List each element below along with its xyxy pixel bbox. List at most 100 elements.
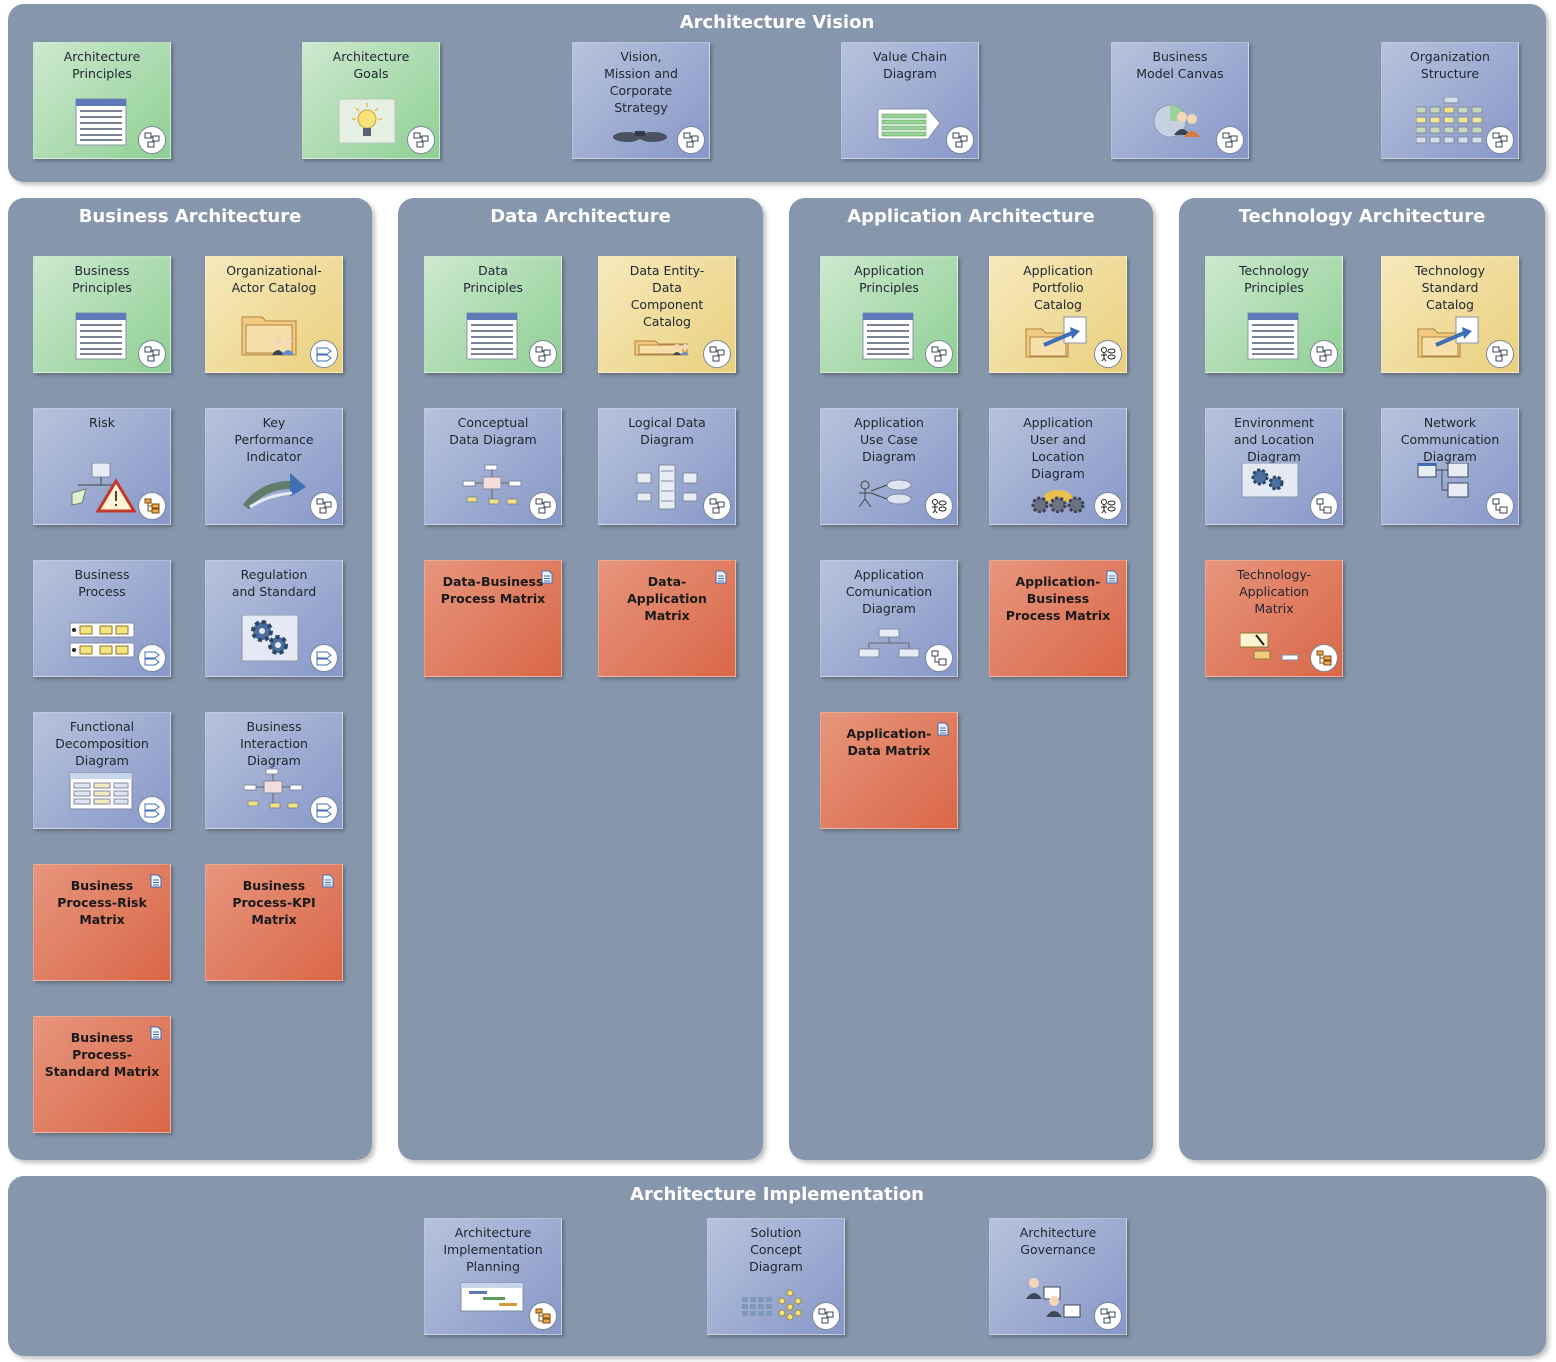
table-icon bbox=[1240, 311, 1308, 361]
tile-t2[interactable]: Technology Standard Catalog bbox=[1381, 256, 1519, 373]
tile-a4[interactable]: Application User and Location Diagram bbox=[989, 408, 1127, 525]
tile-b7[interactable]: Functional Decomposition Diagram bbox=[33, 712, 171, 829]
user-badge-icon[interactable] bbox=[1094, 340, 1122, 368]
document-icon[interactable] bbox=[150, 1025, 162, 1040]
document-icon[interactable] bbox=[322, 873, 334, 888]
tile-t4[interactable]: Network Communication Diagram bbox=[1381, 408, 1519, 525]
link-badge-icon[interactable] bbox=[925, 340, 953, 368]
document-icon[interactable] bbox=[715, 569, 727, 584]
tile-v6[interactable]: Organization Structure bbox=[1381, 42, 1519, 159]
tile-b2[interactable]: Organizational- Actor Catalog bbox=[205, 256, 343, 373]
link-badge-icon[interactable] bbox=[1310, 340, 1338, 368]
link-badge-icon[interactable] bbox=[1486, 340, 1514, 368]
tile-label: Business Process- Standard Matrix bbox=[44, 1030, 160, 1079]
tile-label: Functional Decomposition Diagram bbox=[55, 719, 149, 768]
tile-b10[interactable]: Business Process-KPI Matrix bbox=[205, 864, 343, 981]
tree2-badge-icon[interactable] bbox=[1486, 492, 1514, 520]
tile-label: Technology- Application Matrix bbox=[1236, 567, 1312, 616]
tile-d2[interactable]: Data Entity- Data Component Catalog bbox=[598, 256, 736, 373]
link-badge-icon[interactable] bbox=[138, 126, 166, 154]
tile-label: Data-Business Process Matrix bbox=[440, 574, 546, 606]
tile-b3[interactable]: Risk bbox=[33, 408, 171, 525]
comm-icon bbox=[855, 615, 923, 665]
link-badge-icon[interactable] bbox=[138, 340, 166, 368]
link-badge-icon[interactable] bbox=[677, 126, 705, 154]
tile-label: Application Comunication Diagram bbox=[845, 567, 933, 616]
link-badge-icon[interactable] bbox=[407, 126, 435, 154]
tile-label: Application User and Location Diagram bbox=[1023, 415, 1093, 481]
tile-b1[interactable]: Business Principles bbox=[33, 256, 171, 373]
tile-d4[interactable]: Logical Data Diagram bbox=[598, 408, 736, 525]
tile-b11[interactable]: Business Process- Standard Matrix bbox=[33, 1016, 171, 1133]
tile-i1[interactable]: Architecture Implementation Planning bbox=[424, 1218, 562, 1335]
process-icon bbox=[68, 615, 136, 665]
tile-t1[interactable]: Technology Principles bbox=[1205, 256, 1343, 373]
user-badge-icon[interactable] bbox=[925, 492, 953, 520]
interact-icon bbox=[240, 767, 308, 817]
panel-title: Application Architecture bbox=[847, 206, 1095, 227]
tile-d6[interactable]: Data- Application Matrix bbox=[598, 560, 736, 677]
link-badge-icon[interactable] bbox=[946, 126, 974, 154]
tile-b8[interactable]: Business Interaction Diagram bbox=[205, 712, 343, 829]
tile-label: Regulation and Standard bbox=[231, 567, 317, 599]
tile-a6[interactable]: Application- Business Process Matrix bbox=[989, 560, 1127, 677]
link-badge-icon[interactable] bbox=[529, 492, 557, 520]
tile-d1[interactable]: Data Principles bbox=[424, 256, 562, 373]
tile-a2[interactable]: Application Portfolio Catalog bbox=[989, 256, 1127, 373]
tile-b6[interactable]: Regulation and Standard bbox=[205, 560, 343, 677]
link-badge-icon[interactable] bbox=[1486, 126, 1514, 154]
tile-label: Organization Structure bbox=[1410, 49, 1490, 81]
document-icon[interactable] bbox=[541, 569, 553, 584]
tile-label: Solution Concept Diagram bbox=[749, 1225, 803, 1274]
link-badge-icon[interactable] bbox=[703, 492, 731, 520]
tile-b5[interactable]: Business Process bbox=[33, 560, 171, 677]
tile-v2[interactable]: Architecture Goals bbox=[302, 42, 440, 159]
tree-badge-icon[interactable] bbox=[138, 492, 166, 520]
flow-badge-icon[interactable] bbox=[310, 644, 338, 672]
tile-t3[interactable]: Environment and Location Diagram bbox=[1205, 408, 1343, 525]
link-badge-icon[interactable] bbox=[310, 492, 338, 520]
decomp-icon bbox=[68, 767, 136, 817]
tile-v5[interactable]: Business Model Canvas bbox=[1111, 42, 1249, 159]
link-badge-icon[interactable] bbox=[703, 340, 731, 368]
tree2-badge-icon[interactable] bbox=[925, 644, 953, 672]
tile-i3[interactable]: Architecture Governance bbox=[989, 1218, 1127, 1335]
tile-v3[interactable]: Vision, Mission and Corporate Strategy bbox=[572, 42, 710, 159]
link-badge-icon[interactable] bbox=[529, 340, 557, 368]
panel-title: Data Architecture bbox=[490, 206, 671, 227]
tile-b4[interactable]: Key Performance Indicator bbox=[205, 408, 343, 525]
document-icon[interactable] bbox=[937, 721, 949, 736]
tile-t5[interactable]: Technology- Application Matrix bbox=[1205, 560, 1343, 677]
tile-label: Application Portfolio Catalog bbox=[1023, 263, 1093, 312]
org-icon bbox=[1415, 96, 1484, 147]
tree2-badge-icon[interactable] bbox=[1310, 492, 1338, 520]
tile-d3[interactable]: Conceptual Data Diagram bbox=[424, 408, 562, 525]
tile-label: Business Interaction Diagram bbox=[240, 719, 308, 768]
tile-a5[interactable]: Application Comunication Diagram bbox=[820, 560, 958, 677]
flow-badge-icon[interactable] bbox=[310, 796, 338, 824]
tile-a1[interactable]: Application Principles bbox=[820, 256, 958, 373]
link-badge-icon[interactable] bbox=[1216, 126, 1244, 154]
user-badge-icon[interactable] bbox=[1094, 492, 1122, 520]
tile-a7[interactable]: Application- Data Matrix bbox=[820, 712, 958, 829]
flow-badge-icon[interactable] bbox=[138, 796, 166, 824]
link-badge-icon[interactable] bbox=[812, 1302, 840, 1330]
tile-label: Business Process bbox=[74, 567, 130, 599]
tile-v4[interactable]: Value Chain Diagram bbox=[841, 42, 979, 159]
tile-i2[interactable]: Solution Concept Diagram bbox=[707, 1218, 845, 1335]
flow-badge-icon[interactable] bbox=[138, 644, 166, 672]
tile-b9[interactable]: Business Process-Risk Matrix bbox=[33, 864, 171, 981]
document-icon[interactable] bbox=[150, 873, 162, 888]
tile-d5[interactable]: Data-Business Process Matrix bbox=[424, 560, 562, 677]
tree-badge-icon[interactable] bbox=[529, 1302, 557, 1330]
tile-v1[interactable]: Architecture Principles bbox=[33, 42, 171, 159]
tile-a3[interactable]: Application Use Case Diagram bbox=[820, 408, 958, 525]
tile-label: Business Process-KPI Matrix bbox=[232, 878, 316, 927]
flow-badge-icon[interactable] bbox=[310, 340, 338, 368]
link-badge-icon[interactable] bbox=[1094, 1302, 1122, 1330]
tile-label: Application- Data Matrix bbox=[846, 726, 932, 758]
tree-badge-icon[interactable] bbox=[1310, 644, 1338, 672]
table-icon bbox=[68, 97, 136, 147]
folder3-icon bbox=[1024, 311, 1092, 361]
document-icon[interactable] bbox=[1106, 569, 1118, 584]
